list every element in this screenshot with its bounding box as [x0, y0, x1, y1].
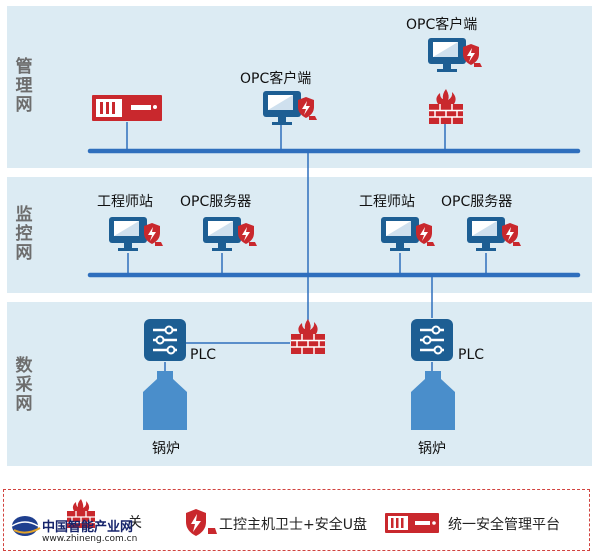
monitor-shield-icon — [381, 217, 435, 251]
boiler-tank-icon — [143, 371, 187, 430]
monitor-shield-icon — [428, 38, 482, 72]
opc-server-2-label: OPC服务器 — [441, 194, 513, 210]
engineer-station-2-computer — [380, 216, 436, 258]
legend-host-guard — [184, 508, 218, 542]
engineer-station-1-label: 工程师站 — [97, 194, 153, 210]
firewall-icon — [67, 499, 95, 528]
legend-firewall-label: 关 — [128, 515, 142, 531]
boiler-2-label: 锅炉 — [418, 441, 446, 457]
legend-box: 关 中国智能产业网 www.zhineng.com.cn 工控主机卫士+安全U盘… — [3, 489, 590, 551]
acquisition-firewall — [290, 318, 326, 360]
engineer-station-2-label: 工程师站 — [359, 194, 415, 210]
plc-2-label: PLC — [458, 347, 485, 363]
plc-controller-icon — [144, 319, 186, 361]
plc-1-label: PLC — [190, 347, 217, 363]
legend-host-guard-label: 工控主机卫士+安全U盘 — [219, 517, 367, 533]
shield-guard-icon — [186, 509, 217, 536]
monitor-shield-icon — [109, 217, 163, 251]
management-zone — [7, 6, 592, 168]
site-logo-name: 中国智能产业网 — [42, 520, 134, 535]
opc-server-1-label: OPC服务器 — [180, 194, 252, 210]
monitor-shield-icon — [467, 217, 521, 251]
site-logo-url: www.zhineng.com.cn — [42, 534, 138, 544]
boiler-1 — [141, 370, 189, 436]
security-platform-icon — [92, 95, 162, 121]
opc-client-mid-computer — [262, 90, 318, 132]
plc-1-device — [143, 318, 187, 366]
opc-server-1-computer — [202, 216, 258, 258]
engineer-station-1-computer — [108, 216, 164, 258]
monitor-shield-icon — [263, 91, 317, 125]
site-logo — [10, 514, 46, 542]
boiler-1-label: 锅炉 — [152, 441, 180, 457]
legend-platform-label: 统一安全管理平台 — [448, 517, 560, 533]
plc-2-device — [410, 318, 454, 366]
boiler-tank-icon — [411, 371, 455, 430]
security-platform-icon — [385, 513, 439, 533]
plc-controller-icon — [411, 319, 453, 361]
monitoring-zone-label: 监控网 — [15, 205, 33, 263]
opc-client-mid-label: OPC客户端 — [240, 71, 312, 87]
boiler-2 — [409, 370, 457, 436]
firewall-icon — [291, 319, 325, 354]
management-zone-label: 管理网 — [15, 57, 33, 115]
legend-firewall — [66, 498, 96, 534]
legend-platform — [384, 512, 440, 538]
globe-logo-icon — [11, 516, 41, 536]
opc-client-top-label: OPC客户端 — [406, 17, 478, 33]
opc-server-2-computer — [466, 216, 522, 258]
opc-client-top-computer — [427, 37, 483, 79]
acquisition-zone-label: 数采网 — [15, 356, 33, 414]
firewall-icon — [429, 89, 463, 124]
management-firewall — [428, 88, 464, 130]
monitor-shield-icon — [203, 217, 257, 251]
security-platform-device — [91, 94, 163, 128]
